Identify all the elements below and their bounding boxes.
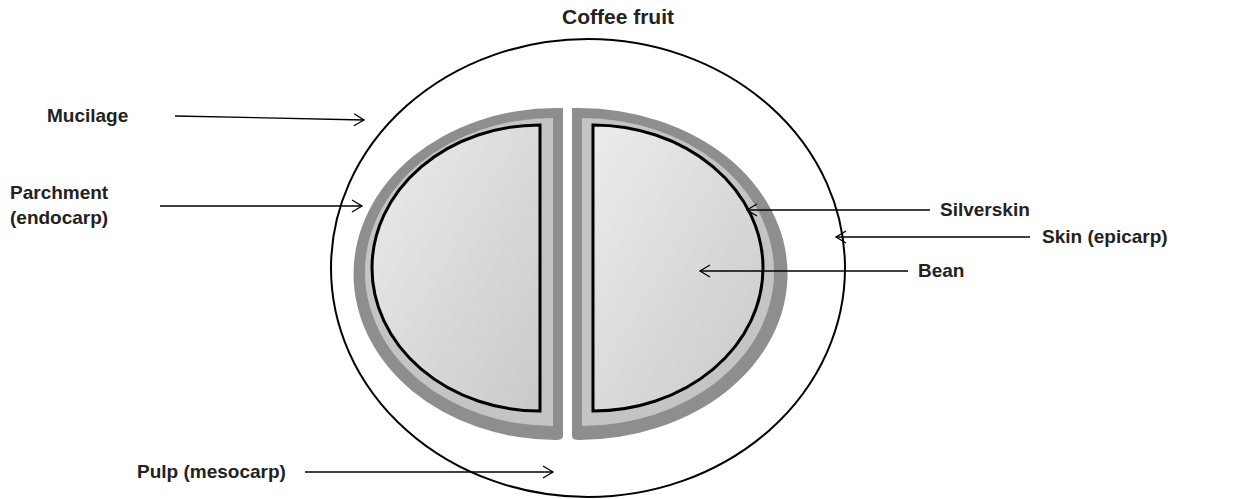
part-label: Parchment (endocarp) [10,180,128,230]
diagram-title: Coffee fruit [562,4,674,29]
bean-right [593,125,763,411]
leader-arrow [747,209,930,210]
part-label: Skin (epicarp) [1042,224,1168,249]
leader-arrow [305,471,553,472]
parchment-right [572,108,788,440]
bean-left [372,125,540,411]
leader-arrow [175,116,364,120]
parchment-left [354,108,563,440]
part-label: Silverskin [940,197,1030,222]
leader-arrow [160,205,362,206]
mucilage-right [582,118,774,426]
part-label: Mucilage [47,103,128,128]
leader-arrow [700,270,908,271]
mucilage-left [365,118,553,426]
leader-arrow [836,236,1030,237]
part-label: Pulp (mesocarp) [137,459,286,484]
fruit-skin [331,39,845,497]
part-label: Bean [918,258,964,283]
